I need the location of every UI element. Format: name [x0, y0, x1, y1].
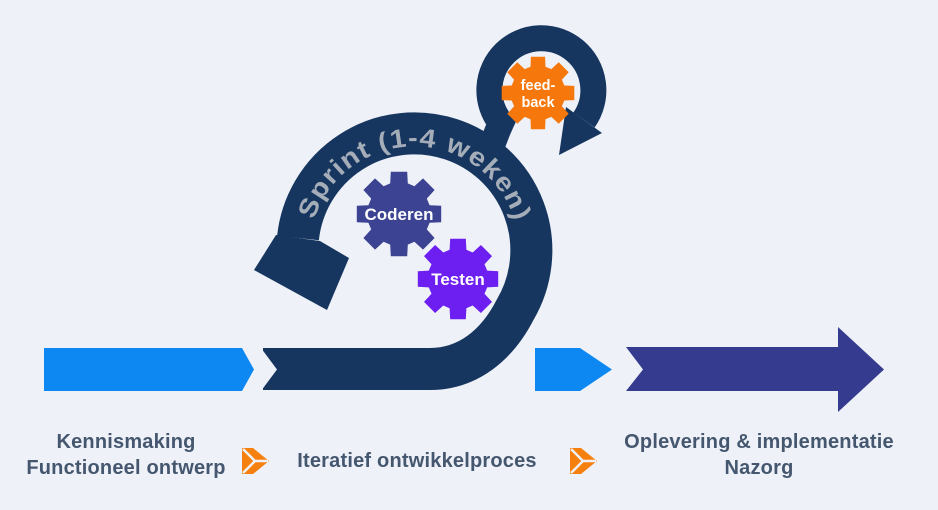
- feedback-loop-arrowhead-icon: [559, 107, 602, 155]
- gear-coderen-label: Coderen: [365, 205, 434, 224]
- step-label-oplevering: Oplevering & implementatie Nazorg: [614, 429, 904, 481]
- step-line: Nazorg: [724, 457, 794, 479]
- gear-testen: Testen: [417, 238, 499, 320]
- step-label-ontwikkelproces: Iteratief ontwikkelproces: [297, 448, 537, 474]
- timeline-arrow-start: [44, 348, 254, 391]
- gear-testen-icon: [417, 238, 499, 320]
- step-chevron-icon: [570, 448, 597, 474]
- timeline-arrow-final: [626, 327, 884, 412]
- sprint-loop-arrowhead-icon: [254, 235, 349, 310]
- timeline-arrow-middle: [535, 348, 612, 391]
- step-line: Functioneel ontwerp: [26, 457, 226, 479]
- gear-feedback-label-line1: feed-: [521, 78, 556, 94]
- step-line: Oplevering & implementatie: [624, 431, 894, 453]
- feedback-loop-arrow: [476, 25, 607, 156]
- step-chevron-icon: [242, 448, 269, 474]
- sprint-loop-tail-notch: [258, 344, 277, 395]
- gear-feedback-icon: [501, 56, 575, 130]
- step-line: Iteratief ontwikkelproces: [297, 450, 537, 472]
- gear-coderen-icon: [356, 171, 442, 257]
- gear-testen-label: Testen: [431, 270, 485, 289]
- gear-feedback-label-line2: back: [521, 95, 555, 111]
- step-line: Kennismaking: [56, 431, 196, 453]
- sprint-loop-arrow: [263, 112, 553, 390]
- step-label-kennismaking: Kennismaking Functioneel ontwerp: [6, 429, 246, 481]
- gear-coderen: Coderen: [356, 171, 442, 257]
- gear-feedback: feed- back: [501, 56, 575, 130]
